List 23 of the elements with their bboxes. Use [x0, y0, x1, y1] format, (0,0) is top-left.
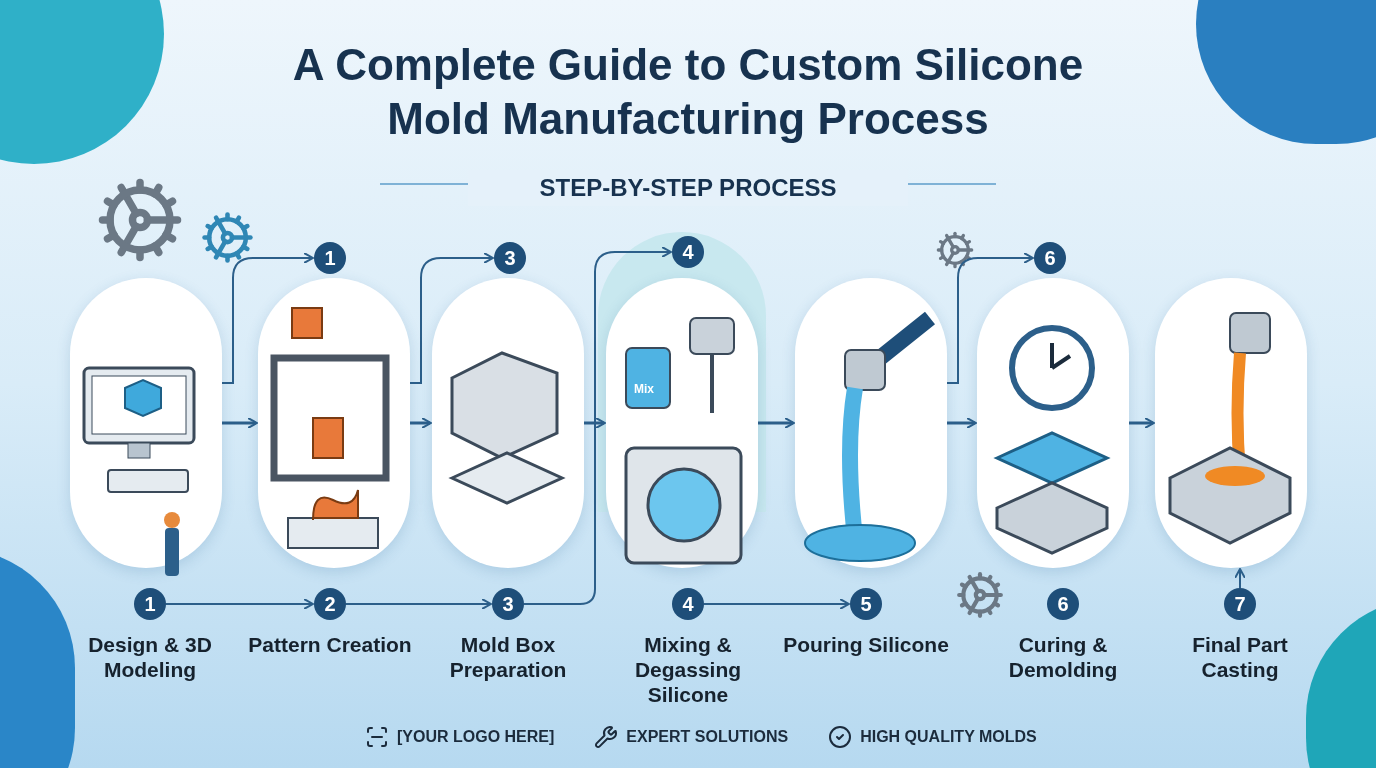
step-title: Design & 3D Modeling — [87, 632, 213, 682]
step-title: Curing & Demolding — [1007, 632, 1119, 682]
arrow — [165, 598, 314, 610]
step-title: Mixing & Degassing Silicone — [633, 632, 743, 707]
chevron-arrow — [758, 417, 795, 429]
chevron-arrow — [222, 417, 258, 429]
arrow — [703, 598, 850, 610]
footer-text: HIGH QUALITY MOLDS — [860, 727, 1037, 747]
footer-text: [YOUR LOGO HERE] — [397, 727, 555, 747]
step-title: Pattern Creation — [247, 632, 413, 657]
title: A Complete Guide to Custom Silicone Mold Manufacturing Process — [291, 39, 1085, 145]
chevron-arrow — [1129, 417, 1155, 429]
chevron-arrow — [947, 417, 977, 429]
chevron-arrow — [584, 417, 606, 429]
arrow — [1234, 568, 1246, 589]
arrow — [523, 246, 672, 605]
footer-text: EXPERT SOLUTIONS — [626, 727, 789, 747]
step-title: Mold Box Preparation — [448, 632, 568, 682]
step-title: Final Part Casting — [1191, 632, 1289, 682]
chevron-arrow — [410, 417, 432, 429]
arrow — [345, 598, 492, 610]
jar-label: Mix — [634, 381, 654, 398]
step-title: Pouring Silicone — [782, 632, 950, 657]
